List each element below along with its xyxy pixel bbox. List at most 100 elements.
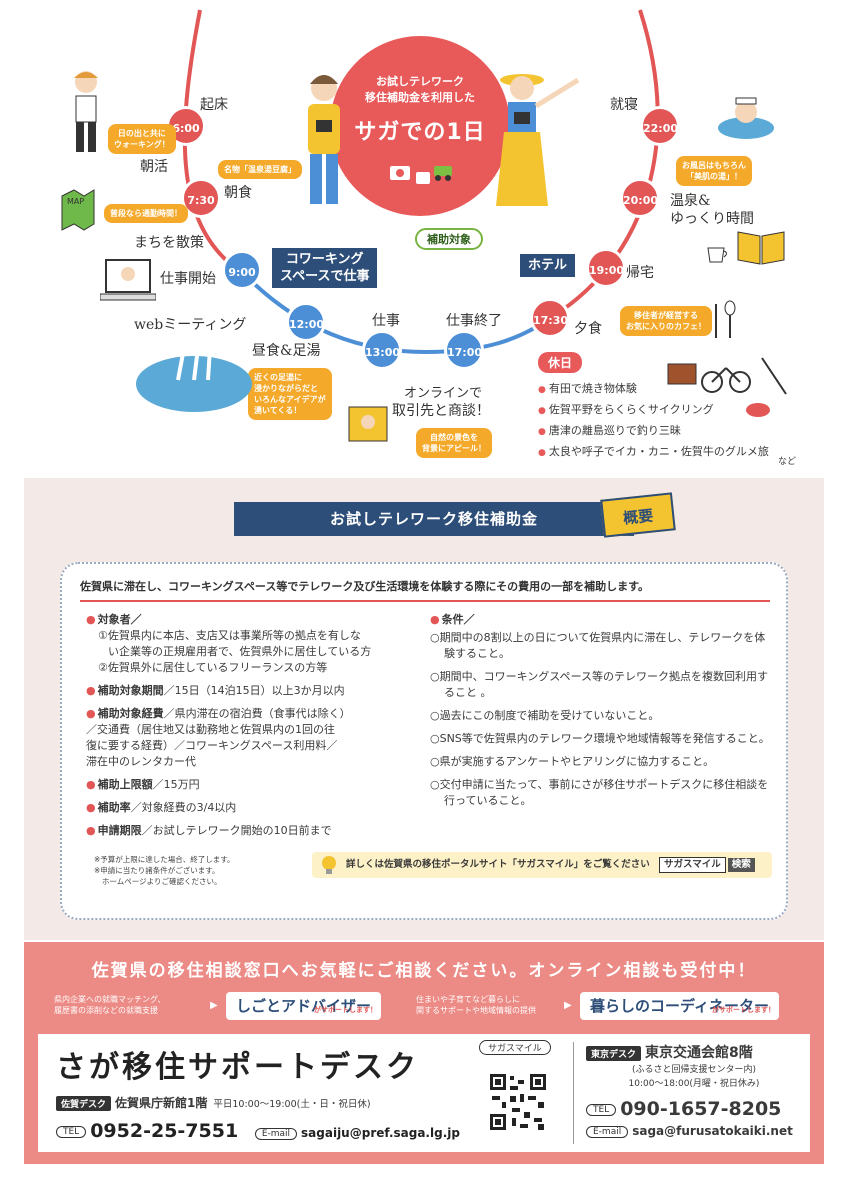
- advisor-row: 県内企業への就職マッチング、履歴書の添削などの就職支援 ▶ しごとアドバイザーが…: [54, 990, 414, 1024]
- period-value: ／15日（14泊15日）以上3か月以内: [163, 684, 345, 697]
- hero-line2: 移住補助金を利用した: [365, 91, 475, 104]
- lightbulb-icon: [322, 856, 336, 874]
- limit-heading: 補助上限額: [86, 778, 153, 791]
- note-3: ホームページよりご確認ください。: [102, 877, 222, 886]
- time-0900: 9:00: [222, 250, 262, 290]
- holiday-item: 有田で焼き物体験: [538, 379, 788, 400]
- teacup-icon: [707, 247, 727, 263]
- rate-heading: 補助率: [86, 801, 131, 814]
- saga-desk-label: 佐賀デスク: [56, 1096, 112, 1111]
- label-machi: まちを散策: [134, 235, 204, 251]
- tokyo-tel[interactable]: 090-1657-8205: [620, 1098, 782, 1120]
- tokyo-email[interactable]: saga@furusatokaiki.net: [632, 1124, 793, 1138]
- bubble-ashiyu-3: いろんなアイデアが: [254, 395, 326, 404]
- overview-section: お試しテレワーク移住補助金 概要 佐賀県に滞在し、コワーキングスペース等でテレワ…: [24, 478, 824, 940]
- cost-2: ／交通費（居住地又は勤務地と佐賀県内の1回の往: [86, 723, 335, 736]
- qr-label: サガスマイル: [479, 1040, 551, 1055]
- time-0730: 7:30: [181, 178, 221, 218]
- target-1a: ①佐賀県内に本店、支店又は事業所等の拠点を有しな: [98, 629, 361, 642]
- time-2200: 22:00: [640, 106, 680, 146]
- email-label: E-mail: [586, 1125, 629, 1138]
- cost-3: 復に要する経費）／コワーキングスペース利用料／: [86, 739, 338, 752]
- portal-banner: 詳しくは佐賀県の移住ポータルサイト「サガスマイル」をご覧ください サガスマイル検…: [312, 852, 772, 878]
- time-1700: 17:00: [444, 330, 484, 370]
- overview-lead: 佐賀県に滞在し、コワーキングスペース等でテレワーク及び生活環境を体験する際にその…: [80, 578, 770, 602]
- tokyo-desk-place: 東京交通会館8階: [645, 1045, 753, 1061]
- time-1300: 13:00: [362, 330, 402, 370]
- label-onsen1: 温泉&: [670, 193, 711, 209]
- label-chushoku: 昼食&足湯: [252, 343, 321, 359]
- saga-tel[interactable]: 0952-25-7551: [90, 1120, 239, 1142]
- walking-woman-icon: [74, 71, 98, 152]
- time-1200: 12:00: [286, 302, 326, 342]
- bubble-ashiyu-2: 浸かりながらだと: [254, 384, 318, 393]
- coordinator-pill: 暮らしのコーディネーターがサポートします！: [580, 992, 779, 1020]
- period-item: 補助対象期間／15日（14泊15日）以上3か月以内: [86, 683, 416, 699]
- bubble-sunrise-1: 日の出と共に: [117, 129, 166, 138]
- overview-left-column: 対象者／ ①佐賀県内に本店、支店又は事業所等の拠点を有しな い企業等の正規雇用者…: [86, 612, 416, 846]
- holiday-nado: など: [777, 457, 796, 467]
- cost-item: 補助対象経費／県内滞在の宿泊費（食事代は除く） ／交通費（居住地又は勤務地と佐賀…: [86, 706, 416, 770]
- arrow-icon: ▶: [210, 1000, 218, 1011]
- hero-line1: お試しテレワーク: [376, 75, 464, 88]
- bubble-nature-2: 背景にアピール！: [422, 444, 486, 453]
- note-2: ※申請に当たり諸条件がございます。: [94, 866, 220, 875]
- condition-heading-item: 条件／: [430, 612, 770, 628]
- holiday-box: 休日 有田で焼き物体験 佐賀平野をらくらくサイクリング 唐津の離島巡りで釣り三昧…: [538, 352, 796, 467]
- laptop-icon: [100, 259, 156, 301]
- bubble-cafe: 移住者が経営するお気に入りのカフェ！: [620, 306, 712, 336]
- qr-code-icon[interactable]: [488, 1072, 548, 1132]
- coordinator-desc-2: 関するサポートや地域情報の提供: [416, 1006, 536, 1015]
- notes: ※予算が上限に達した場合、終了します。 ※申請に当たり諸条件がございます。 ホー…: [94, 854, 235, 887]
- rate-item: 補助率／対象経費の3/4以内: [86, 800, 416, 816]
- video-call-icon: [348, 406, 388, 442]
- portal-search-box[interactable]: サガスマイル: [659, 857, 726, 873]
- label-shigoto: 仕事: [372, 313, 400, 329]
- label-choshoku: 朝食: [224, 185, 252, 201]
- coordinator-desc: 住まいや子育てなど暮らしに関するサポートや地域情報の提供: [416, 994, 536, 1016]
- condition-item: ○SNS等で佐賀県内のテレワーク環境や地域情報等を発信すること。: [430, 732, 770, 745]
- holiday-item: 佐賀平野をらくらくサイクリング: [538, 400, 788, 421]
- hero-circle: お試しテレワーク移住補助金を利用した サガでの1日: [330, 36, 510, 216]
- holiday-title: 休日: [538, 352, 583, 373]
- limit-value: ／15万円: [152, 778, 200, 791]
- camera-car-icon: [390, 166, 452, 184]
- target-item: 対象者／ ①佐賀県内に本店、支店又は事業所等の拠点を有しな い企業等の正規雇用者…: [86, 612, 416, 676]
- condition-item: ○過去にこの制度で補助を受けていないこと。: [430, 709, 660, 722]
- portal-search-button[interactable]: 検索: [727, 858, 755, 872]
- bubble-nature: 自然の景色を背景にアピール！: [416, 428, 492, 458]
- bubble-cafe-2: お気に入りのカフェ！: [626, 322, 706, 331]
- map-icon: MAP: [61, 189, 95, 231]
- divider: [573, 1042, 574, 1144]
- cost-4: 滞在中のレンタカー代: [86, 755, 196, 768]
- advisor-desc-2: 履歴書の添削などの就職支援: [54, 1006, 158, 1015]
- saga-desk-hours: 平日10:00～19:00(土・日・祝日休): [213, 1099, 371, 1110]
- consult-band: 佐賀県の移住相談窓口へお気軽にご相談ください。オンライン相談も受付中！ 県内企業…: [24, 942, 824, 1164]
- label-shigoto-shuryo: 仕事終了: [446, 313, 502, 329]
- bubble-bath-1: お風呂はもちろん: [682, 161, 746, 170]
- target-heading: 対象者／: [86, 612, 416, 628]
- target-1b: い企業等の正規雇用者で、佐賀県外に居住している方: [108, 645, 372, 658]
- saga-email[interactable]: sagaiju@pref.saga.lg.jp: [301, 1126, 460, 1140]
- bubble-bath-2: 「美肌の湯」！: [686, 172, 742, 181]
- support-desk-card: さが移住サポートデスク 佐賀デスク佐賀県庁新館1階平日10:00～19:00(土…: [38, 1034, 810, 1152]
- cost-1: ／県内滞在の宿泊費（食事代は除く）: [163, 707, 351, 720]
- holiday-item: 唐津の離島巡りで釣り三昧: [538, 421, 788, 442]
- tokyo-desk-label: 東京デスク: [586, 1045, 642, 1061]
- label-kisho: 起床: [200, 97, 228, 113]
- footbath-icon: [136, 347, 252, 412]
- coworking-line1: コワーキング: [285, 252, 364, 267]
- bubble-cafe-1: 移住者が経営する: [634, 311, 698, 320]
- overview-card: 佐賀県に滞在し、コワーキングスペース等でテレワーク及び生活環境を体験する際にその…: [60, 562, 788, 920]
- book-icon: [737, 231, 785, 265]
- time-2000: 20:00: [620, 178, 660, 218]
- label-kitaku: 帰宅: [626, 265, 654, 281]
- condition-item: ○県が実施するアンケートやヒアリングに協力すること。: [430, 755, 715, 768]
- fork-spoon-icon: [715, 300, 736, 338]
- overview-badge: 概要: [600, 492, 676, 538]
- saga-desk-location: 佐賀デスク佐賀県庁新館1階平日10:00～19:00(土・日・祝日休): [56, 1094, 371, 1111]
- bath-person-icon: [718, 97, 774, 139]
- condition-item: ○交付申請に当たって、事前にさが移住サポートデスクに移住相談を行っていること。: [430, 778, 769, 807]
- overview-right-column: 条件／ ○期間中の8割以上の日について佐賀県内に滞在し、テレワークを体験すること…: [430, 612, 770, 816]
